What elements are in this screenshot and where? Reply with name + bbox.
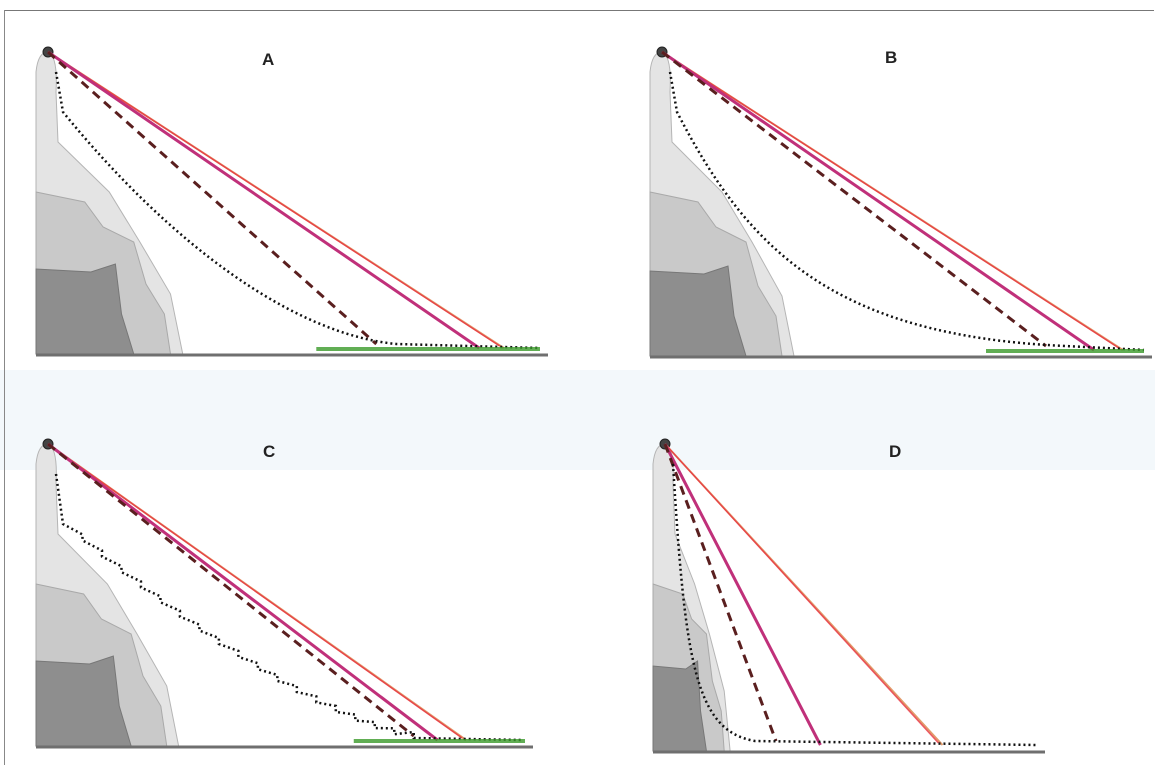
runout-line-red-b [661,51,1120,349]
runout-line-magenta-d [663,443,822,746]
runout-line-dashed-b [661,50,1047,348]
runout-line-magenta-a [47,50,481,350]
background-band [0,370,1155,470]
deposit-profile-b [668,71,1145,352]
runout-line-red-c [47,443,463,739]
panel-c-diagram [35,438,533,749]
runout-line-magenta-c [47,442,439,742]
scan-edge-top [4,10,1154,11]
panel-a: A [28,40,548,360]
deposit-profile-d [671,463,1038,747]
panel-d-diagram [652,438,1045,754]
panel-d-label: D [889,442,902,461]
runout-line-dashed-d [663,443,778,742]
panel-b-label: B [885,48,898,67]
panel-b-diagram [649,46,1152,359]
runout-line-dashed-c [47,442,415,738]
panel-c-label: C [263,442,276,461]
panel-c: C [28,432,533,752]
panel-d: D [645,432,1045,757]
panel-b: B [642,40,1152,362]
panel-a-label: A [262,50,275,69]
cliff-base-layer-d [652,660,708,752]
runout-line-red-d [664,443,940,744]
runout-line-red-a [47,51,501,347]
deposit-profile-c [54,473,524,742]
scan-edge-left [4,10,5,765]
panel-a-diagram [35,46,548,357]
runout-line-magenta-b [661,50,1095,352]
runout-line-dashed-a [47,50,378,346]
